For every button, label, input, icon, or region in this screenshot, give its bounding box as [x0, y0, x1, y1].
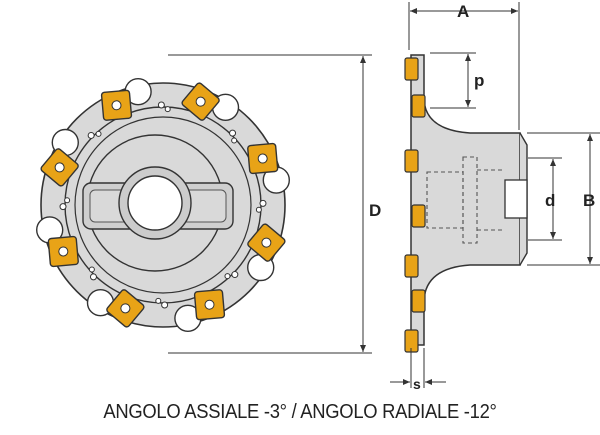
clamp-screws — [59, 101, 267, 309]
front-view — [36, 78, 290, 332]
screw-hole — [229, 129, 237, 137]
side-insert — [411, 289, 426, 313]
insert — [247, 142, 279, 175]
side-insert — [404, 149, 419, 173]
screw-hole — [59, 203, 67, 211]
angle-caption: ANGOLO ASSIALE -3° / ANGOLO RADIALE -12° — [103, 401, 497, 423]
insert — [106, 289, 145, 328]
screw-hole — [231, 137, 238, 144]
dim-label-D: D — [369, 201, 381, 220]
dimensions — [168, 2, 600, 388]
screw-hole — [87, 131, 95, 139]
screw-hole — [255, 206, 262, 213]
side-insert — [404, 254, 419, 278]
carbide-inserts — [40, 82, 286, 328]
screw-hole — [64, 197, 71, 204]
side-insert — [411, 94, 426, 118]
center-hub — [82, 134, 234, 272]
side-inserts — [404, 57, 426, 353]
screw-hole — [88, 266, 95, 273]
screw-hole — [95, 130, 102, 137]
dim-label-p: p — [474, 71, 484, 90]
screw-hole — [231, 271, 239, 279]
screw-hole — [164, 106, 171, 113]
insert — [247, 223, 286, 262]
insert — [47, 235, 79, 268]
dim-label-A: A — [457, 2, 469, 21]
side-insert — [404, 57, 419, 81]
insert — [181, 82, 220, 121]
screw-hole — [224, 273, 231, 280]
dim-label-B: B — [583, 191, 595, 210]
screw-hole — [259, 199, 267, 207]
dim-label-d: d — [545, 191, 555, 210]
side-view — [404, 54, 528, 353]
screw-hole — [155, 297, 162, 304]
screw-hole — [89, 273, 97, 281]
screw-hole — [157, 101, 165, 109]
dim-label-s: s — [413, 376, 421, 392]
insert — [100, 89, 133, 121]
side-insert — [411, 204, 426, 228]
arbor-bore — [127, 175, 183, 231]
insert — [40, 148, 79, 187]
hidden-bore — [426, 156, 505, 244]
insert — [193, 289, 226, 321]
screw-hole — [161, 301, 169, 309]
